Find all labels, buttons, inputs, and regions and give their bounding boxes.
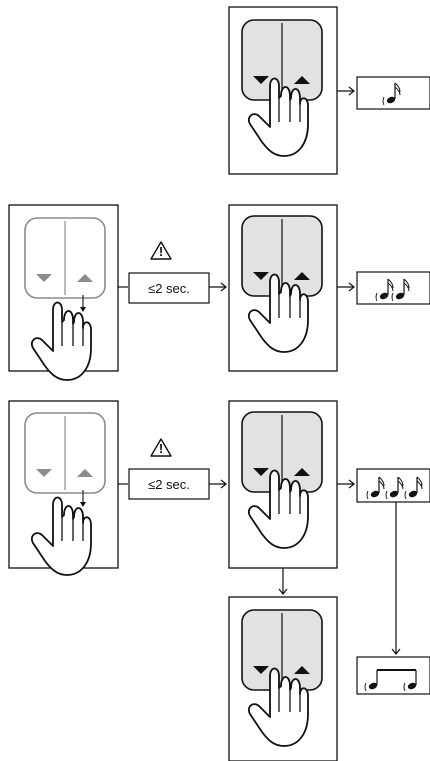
- arrow-to-pressed-row3: [209, 479, 227, 489]
- warning-triangle-icon: !: [150, 241, 172, 260]
- arrow-down-to-hold-panel: [278, 568, 288, 595]
- arrow-to-pressed-row2: [209, 282, 227, 292]
- timing-box-row2: [128, 272, 210, 304]
- arrow-to-feedback-row1: [337, 86, 355, 96]
- timing-label-row3: ≤2 sec.: [148, 477, 190, 492]
- feedback-box-sustained: [356, 656, 430, 695]
- warning-mark: !: [159, 441, 163, 456]
- warning-mark: !: [159, 244, 163, 259]
- timing-label-row2: ≤2 sec.: [148, 281, 190, 296]
- arrow-down-to-sustained-feedback: [391, 502, 401, 655]
- timing-box-row3: [128, 468, 210, 500]
- feedback-box-row1: [356, 76, 430, 110]
- warning-triangle-icon: !: [150, 438, 172, 457]
- arrow-to-feedback-row2: [337, 282, 355, 292]
- arrow-to-feedback-row3: [337, 479, 355, 489]
